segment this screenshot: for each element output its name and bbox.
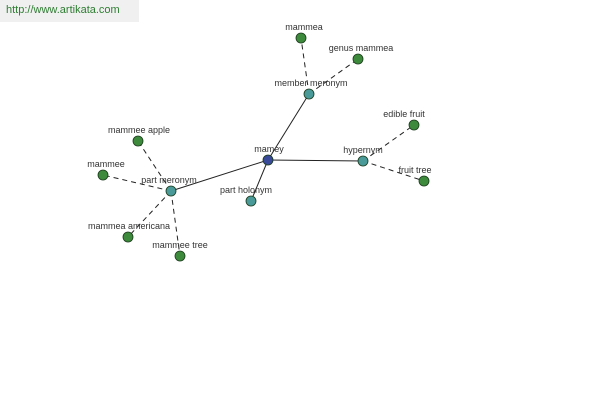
relation-node-hypernym-dot[interactable] <box>357 155 369 167</box>
edges <box>102 37 425 257</box>
node-mammee-apple[interactable]: mammee apple <box>108 125 170 147</box>
node-mammea[interactable]: mammea <box>285 22 323 44</box>
edge-hypernym-fruit-tree <box>362 160 425 182</box>
root-node-mamey[interactable]: mamey <box>254 144 284 166</box>
node-mammea-americana[interactable]: mammea americana <box>88 221 170 243</box>
relation-node-part-holonym-label: part holonym <box>220 185 272 195</box>
node-fruit-tree-dot[interactable] <box>418 175 430 187</box>
node-mammee-label: mammee <box>87 159 125 169</box>
edge-root-part-holonym <box>250 159 269 202</box>
relation-node-part-meronym[interactable]: part meronym <box>141 175 197 197</box>
node-mammee-apple-dot[interactable] <box>132 135 144 147</box>
node-fruit-tree-label: fruit tree <box>398 165 431 175</box>
edge-member-meronym-mammea <box>300 37 310 95</box>
node-edible-fruit[interactable]: edible fruit <box>383 109 425 131</box>
edge-part-meronym-mammee-tree <box>170 190 181 257</box>
relation-node-member-meronym-dot[interactable] <box>303 88 315 100</box>
node-mammee-tree[interactable]: mammee tree <box>152 240 208 262</box>
relation-node-part-meronym-dot[interactable] <box>165 185 177 197</box>
node-mammee-tree-dot[interactable] <box>174 250 186 262</box>
url-bar: http://www.artikata.com <box>0 0 139 22</box>
edge-part-meronym-mammea-americana <box>127 190 172 238</box>
relation-node-part-holonym[interactable]: part holonym <box>220 185 272 207</box>
edge-root-part-meronym <box>170 159 269 192</box>
relation-node-hypernym[interactable]: hypernym <box>343 145 383 167</box>
root-node-mamey-dot[interactable] <box>262 154 274 166</box>
node-edible-fruit-label: edible fruit <box>383 109 425 119</box>
node-mammea-label: mammea <box>285 22 323 32</box>
relation-node-hypernym-label: hypernym <box>343 145 383 155</box>
node-mammea-americana-label: mammea americana <box>88 221 170 231</box>
node-edible-fruit-dot[interactable] <box>408 119 420 131</box>
relation-node-part-meronym-label: part meronym <box>141 175 197 185</box>
edge-root-member-meronym <box>267 93 310 161</box>
relation-node-part-holonym-dot[interactable] <box>245 195 257 207</box>
node-fruit-tree[interactable]: fruit tree <box>398 165 432 187</box>
node-mammee[interactable]: mammee <box>87 159 125 181</box>
relation-node-member-meronym[interactable]: member meronym <box>274 78 348 100</box>
relation-node-member-meronym-label: member meronym <box>274 78 347 88</box>
node-mammee-apple-label: mammee apple <box>108 125 170 135</box>
edge-part-meronym-mammee <box>102 174 172 192</box>
edge-hypernym-edible-fruit <box>362 124 415 162</box>
node-mammee-dot[interactable] <box>97 169 109 181</box>
node-mammea-americana-dot[interactable] <box>122 231 134 243</box>
edge-part-meronym-mammee-apple <box>137 140 172 192</box>
node-genus-mammea-dot[interactable] <box>352 53 364 65</box>
edge-member-meronym-genus-mammea <box>308 58 359 95</box>
node-mammee-tree-label: mammee tree <box>152 240 208 250</box>
nodes: mammea genus mammea edible fruit fruit tree… <box>87 22 432 262</box>
edge-root-hypernym <box>267 159 364 162</box>
node-genus-mammea[interactable]: genus mammea <box>329 43 394 65</box>
node-genus-mammea-label: genus mammea <box>329 43 394 53</box>
site-url-link[interactable]: http://www.artikata.com <box>6 4 120 16</box>
root-node-mamey-label: mamey <box>254 144 284 154</box>
node-mammea-dot[interactable] <box>295 32 307 44</box>
